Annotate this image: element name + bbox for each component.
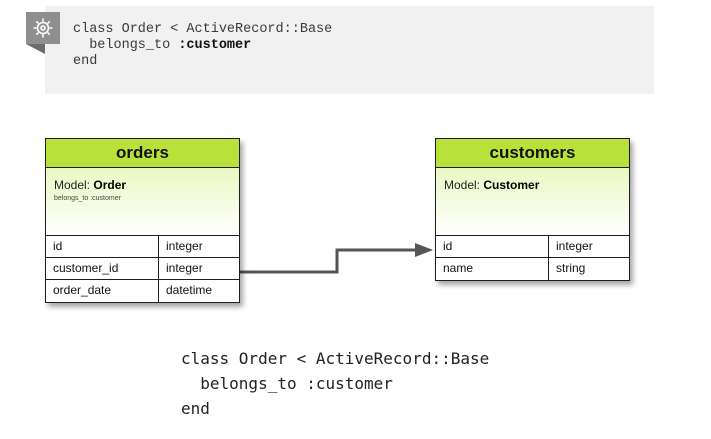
code-line-2-prefix: belongs_to <box>89 38 179 53</box>
code-tab-fold <box>26 44 45 54</box>
orders-row-order-date: order_date datetime <box>46 280 239 302</box>
code-tab <box>26 12 60 44</box>
code-line-2-symbol: :customer <box>178 38 252 53</box>
bottom-code-line-2: belongs_to :customer <box>200 374 393 393</box>
code-line-3: end <box>73 54 98 69</box>
customers-table: customers Model: Customer id integer nam… <box>435 138 630 281</box>
column-type: integer <box>556 239 593 253</box>
orders-model-section: Model: Order belongs_to :customer <box>46 168 239 236</box>
orders-row-customer-id: customer_id integer <box>46 258 239 280</box>
connector-arrowhead <box>415 243 433 257</box>
code-panel <box>45 6 654 94</box>
gear-icon <box>33 18 53 38</box>
column-name: order_date <box>46 280 159 302</box>
column-type: integer <box>166 239 203 253</box>
orders-model-note: belongs_to :customer <box>54 195 121 202</box>
customers-model-name: Customer <box>483 178 540 192</box>
orders-model-line: Model: Order <box>54 178 231 192</box>
customers-row-id: id integer <box>436 236 629 258</box>
bottom-code-line-3: end <box>181 399 210 418</box>
orders-table-title: orders <box>46 139 239 168</box>
orders-model-name: Order <box>93 178 127 192</box>
orders-table: orders Model: Order belongs_to :customer… <box>45 138 240 303</box>
bottom-code-snippet: class Order < ActiveRecord::Base belongs… <box>181 346 489 421</box>
orders-row-id: id integer <box>46 236 239 258</box>
column-type: datetime <box>166 283 213 297</box>
column-name: id <box>436 236 549 257</box>
column-name: id <box>46 236 159 257</box>
connector-line <box>240 248 419 274</box>
customers-model-section: Model: Customer <box>436 168 629 236</box>
column-name: name <box>436 258 549 280</box>
column-type: string <box>556 261 586 275</box>
column-name: customer_id <box>46 258 159 279</box>
code-line-1: class Order < ActiveRecord::Base <box>73 22 333 37</box>
customers-model-line: Model: Customer <box>444 178 621 192</box>
customers-model-label: Model: <box>444 178 484 192</box>
customers-row-name: name string <box>436 258 629 280</box>
bottom-code-line-1: class Order < ActiveRecord::Base <box>181 349 490 368</box>
column-type: integer <box>166 261 203 275</box>
code-snippet: class Order < ActiveRecord::Base belongs… <box>73 22 332 70</box>
customers-table-title: customers <box>436 139 629 168</box>
orders-model-label: Model: <box>54 178 94 192</box>
